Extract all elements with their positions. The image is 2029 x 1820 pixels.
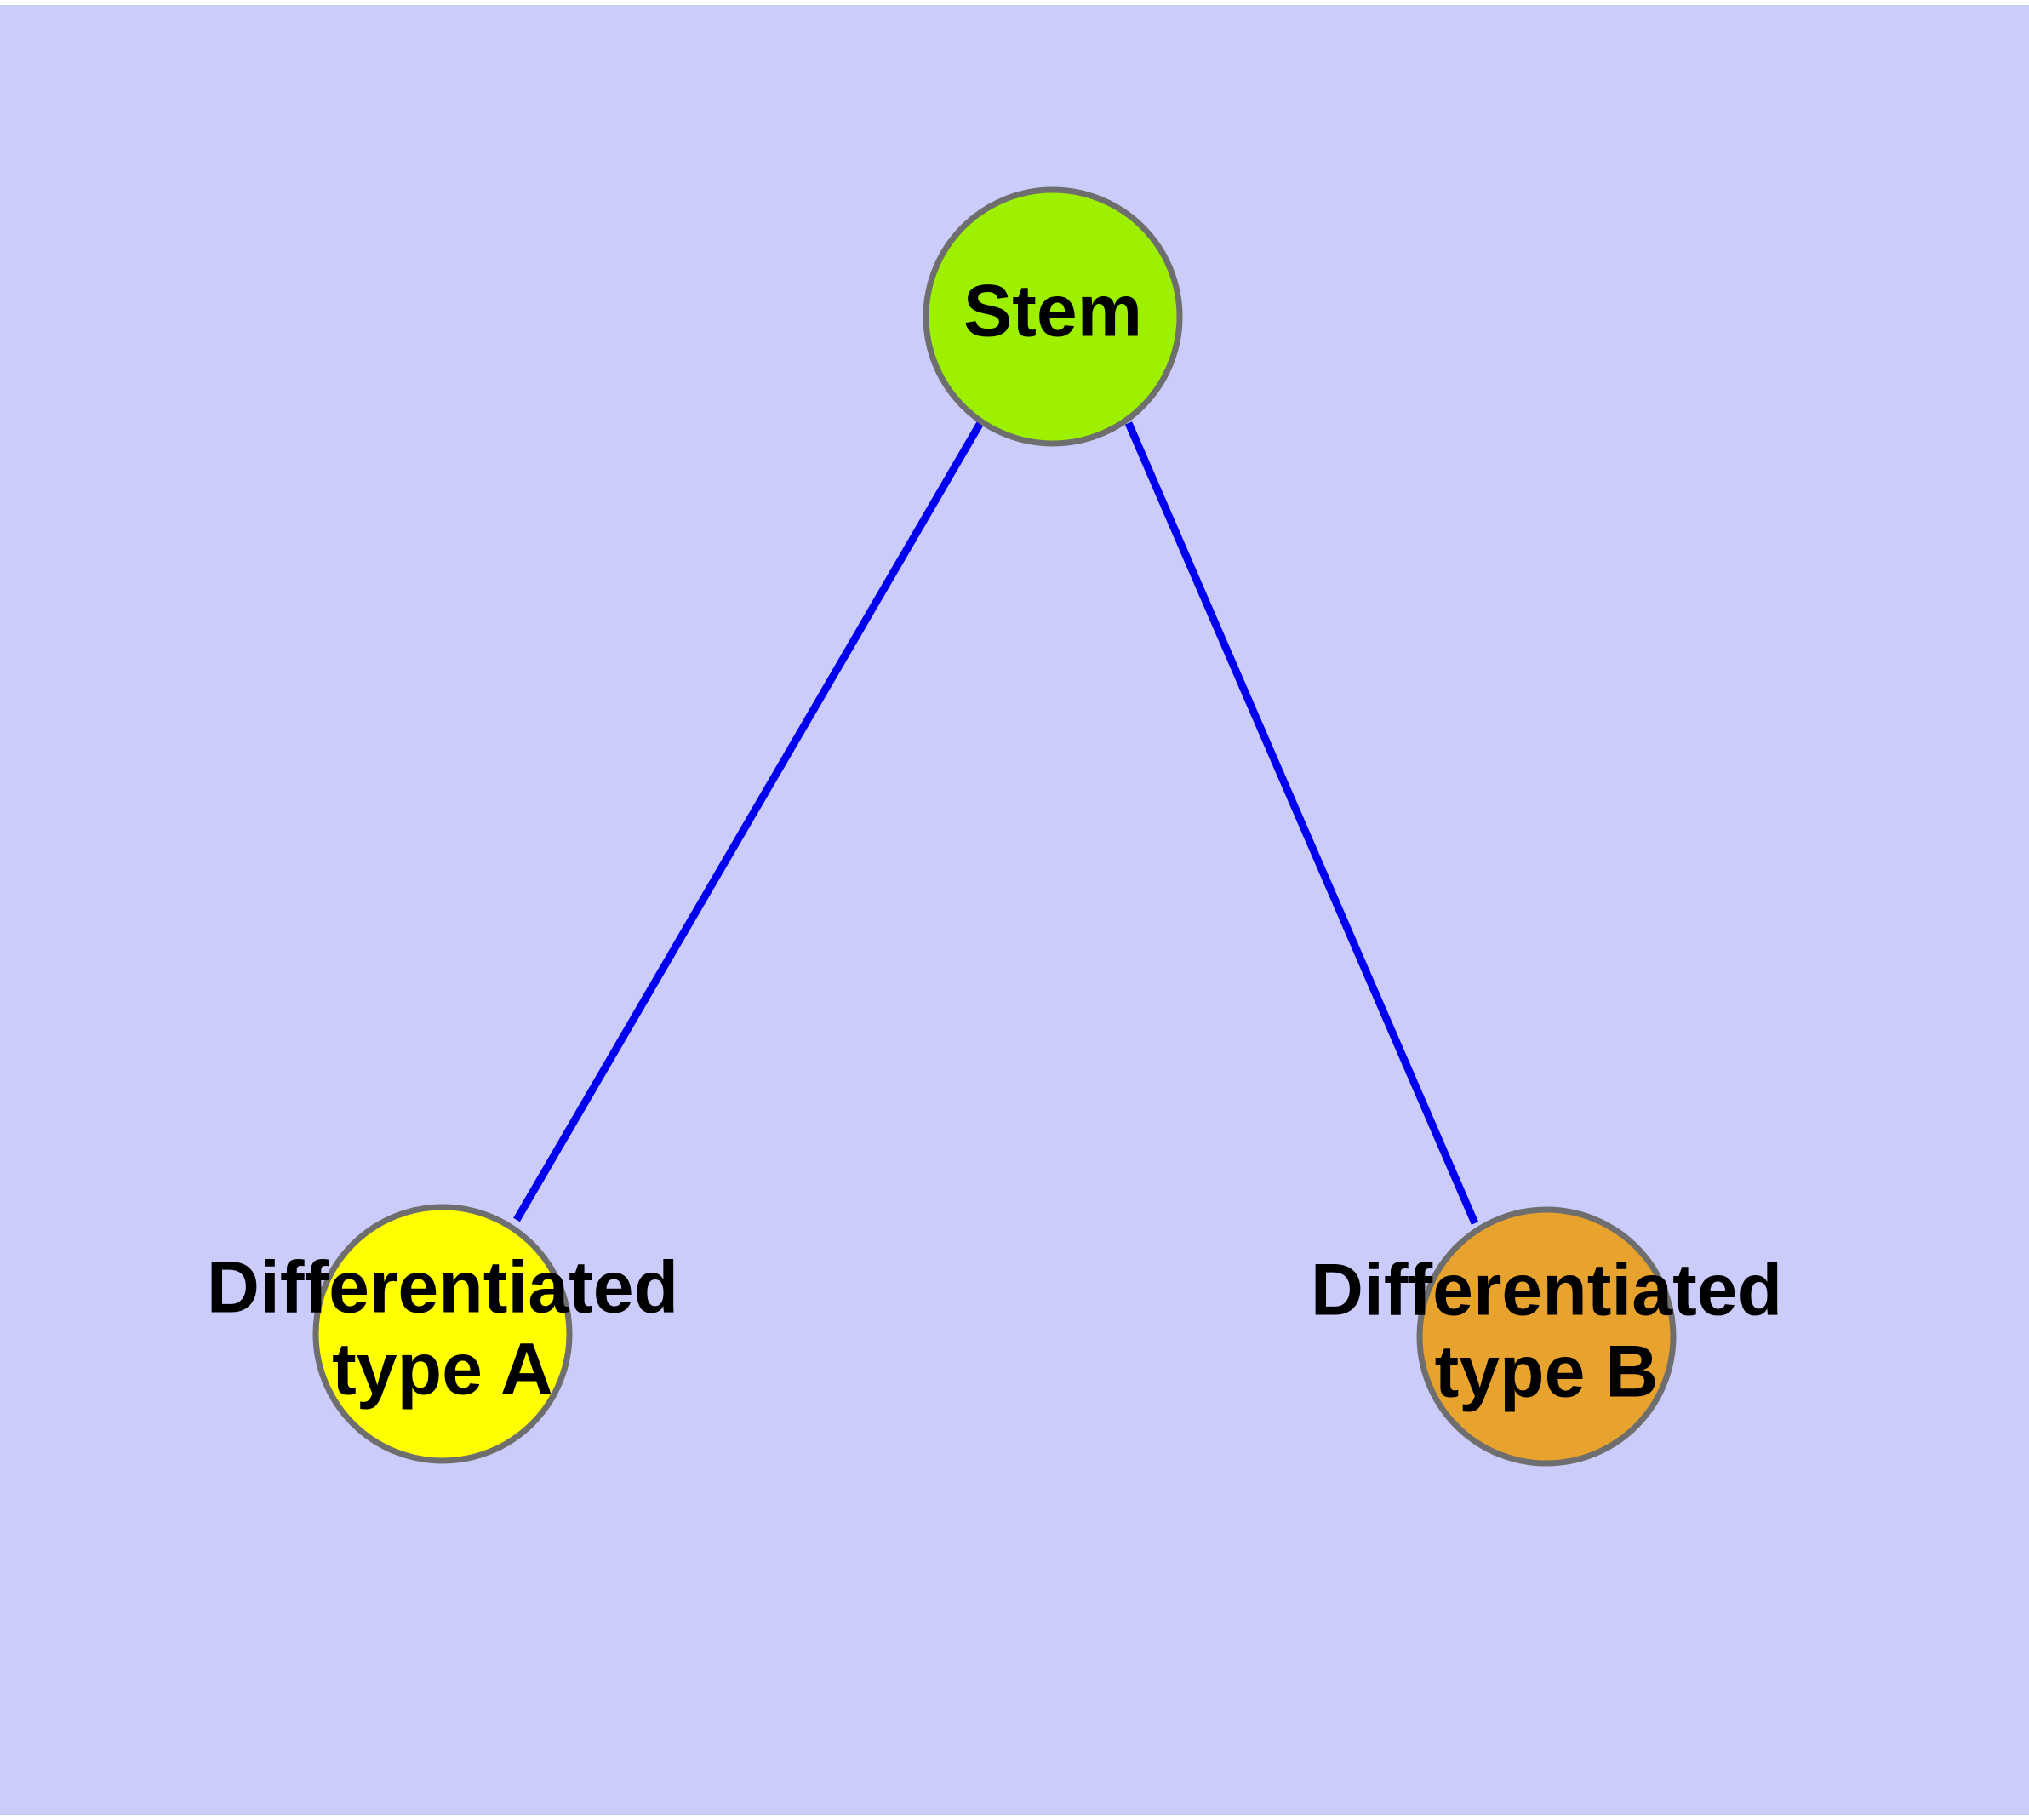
graph-node-label-diff-a-line1: Differentiated (207, 1247, 678, 1329)
nodes-layer (312, 186, 1677, 1467)
graph-edge-stem-to-diff-b[interactable] (1124, 421, 1479, 1225)
graph-node-label-diff-b-line1: Differentiated (1311, 1250, 1782, 1331)
graph-edge-stem-to-diff-a[interactable] (513, 419, 985, 1222)
graph-node-label-diff-b-line2: type B (1435, 1331, 1659, 1413)
graph-node-diff-a[interactable] (312, 1204, 573, 1464)
graph-node-label-stem-line1: Stem (963, 271, 1142, 352)
graph-node-label-diff-a-line2: type A (332, 1329, 553, 1411)
graph-node-stem[interactable] (923, 186, 1183, 447)
edges-layer (513, 419, 1479, 1225)
graph-node-diff-b[interactable] (1416, 1206, 1677, 1467)
